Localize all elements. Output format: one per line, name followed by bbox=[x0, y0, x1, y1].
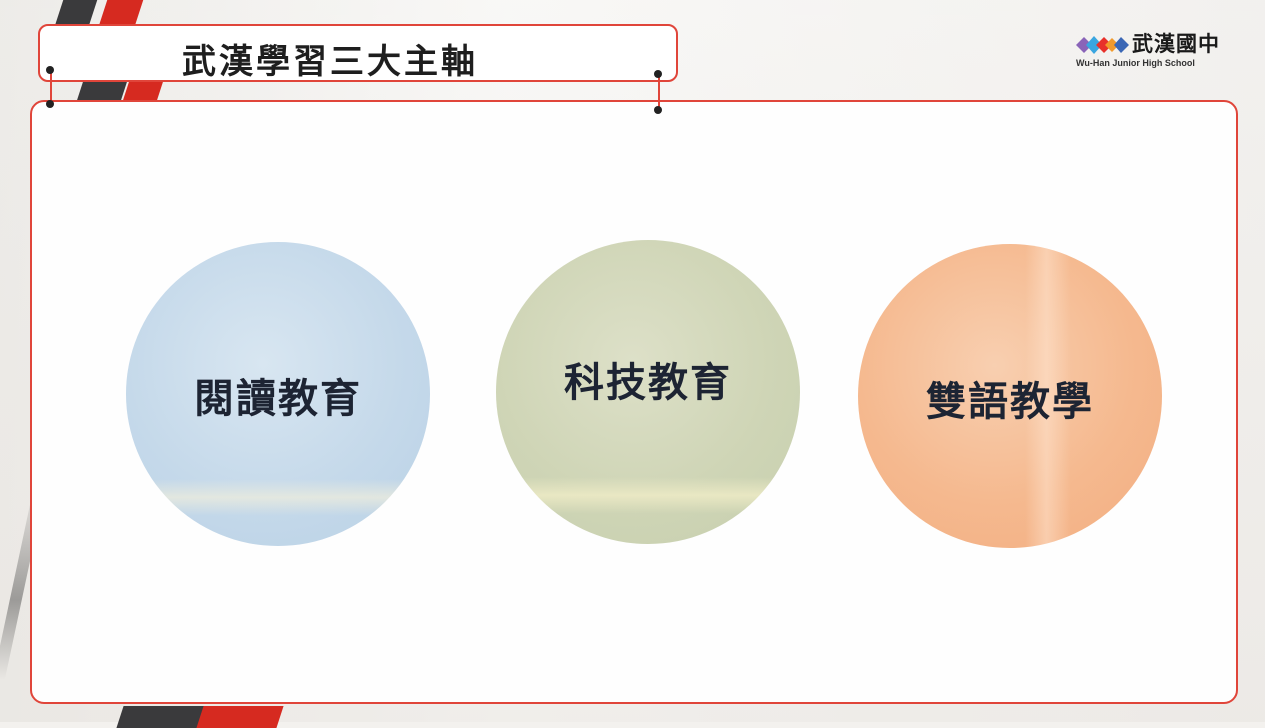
pillar-circle-reading: 閱讀教育 bbox=[126, 242, 430, 546]
decor-stripe-red bbox=[196, 706, 284, 728]
pillar-label: 雙語教學 bbox=[926, 379, 1094, 425]
pillar-label: 科技教育 bbox=[564, 360, 732, 406]
connector-dot bbox=[46, 100, 54, 108]
logo-name: 武漢國中 bbox=[1132, 31, 1220, 56]
decor-stripe-dark bbox=[77, 82, 127, 100]
connector-dot bbox=[654, 70, 662, 78]
title-bar: 武漢學習三大主軸 bbox=[38, 24, 678, 82]
connector-dot bbox=[46, 66, 54, 74]
page-title: 武漢學習三大主軸 bbox=[182, 42, 478, 82]
connector-dot bbox=[654, 106, 662, 114]
diamond-logo-icon bbox=[1076, 36, 1129, 54]
school-logo: 武漢國中 Wu-Han Junior High School bbox=[1074, 28, 1234, 72]
connector-line-left bbox=[50, 70, 52, 104]
decor-stripe-red bbox=[123, 82, 163, 100]
connector-line-right bbox=[658, 76, 660, 110]
logo-subtitle: Wu-Han Junior High School bbox=[1076, 58, 1195, 68]
pillar-label: 閱讀教育 bbox=[194, 376, 362, 422]
pillar-circle-bilingual: 雙語教學 bbox=[858, 244, 1162, 548]
pillar-circle-technology: 科技教育 bbox=[496, 240, 800, 544]
